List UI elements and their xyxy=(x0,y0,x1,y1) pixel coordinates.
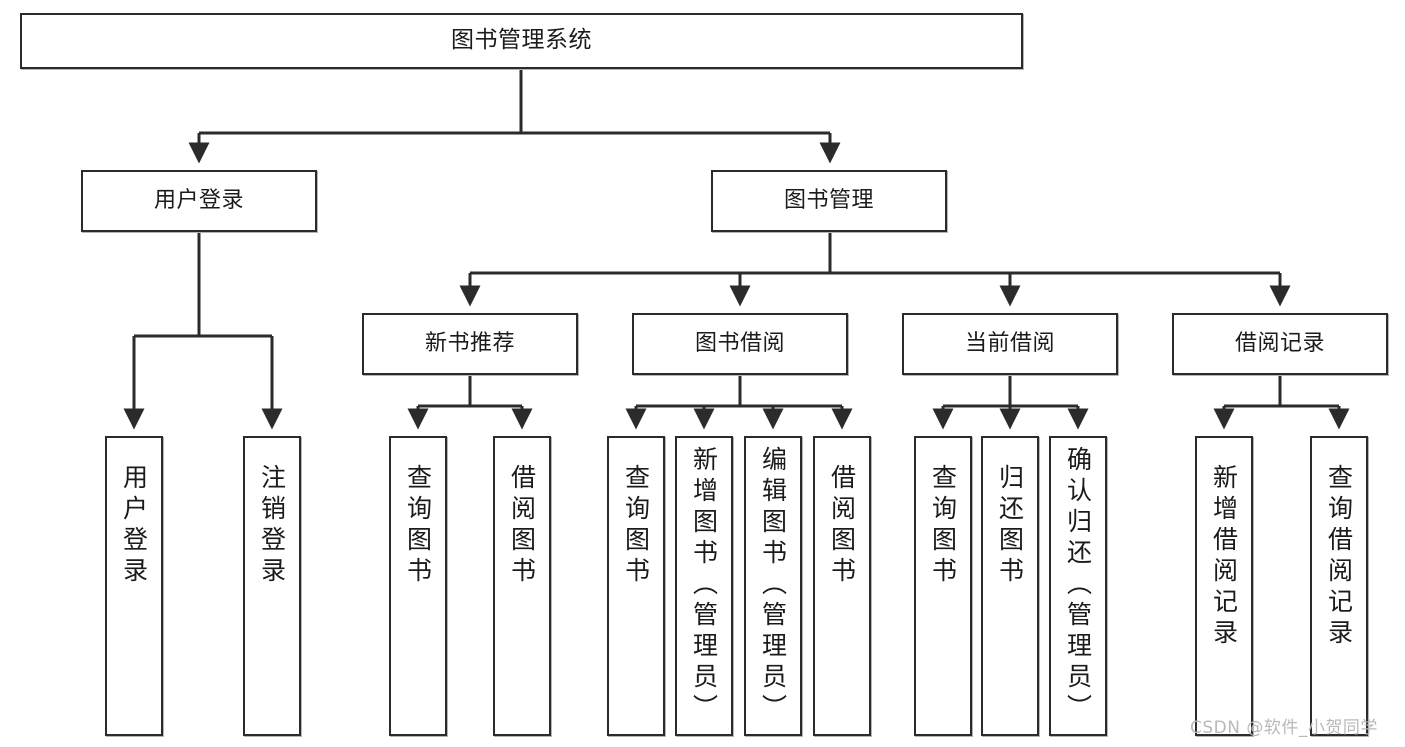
node-label: 借阅图书 xyxy=(827,464,857,588)
node-label: 注销登录 xyxy=(257,464,287,588)
node-label: 编辑图书（管理员） xyxy=(758,446,788,725)
node-label: 查询借阅记录 xyxy=(1324,464,1354,650)
node-borrow-record[interactable]: 借阅记录 xyxy=(1172,313,1388,375)
csdn-watermark: CSDN @软件_小贺同学 xyxy=(1190,718,1378,738)
node-label: 借阅记录 xyxy=(1234,331,1325,357)
node-label: 借阅图书 xyxy=(507,464,537,588)
leaf-new-book-borrow-book[interactable]: 借阅图书 xyxy=(493,436,551,736)
node-book-borrow[interactable]: 图书借阅 xyxy=(632,313,848,375)
node-label: 用户登录 xyxy=(153,188,244,214)
leaf-new-book-query-book[interactable]: 查询图书 xyxy=(389,436,447,736)
node-label: 图书管理 xyxy=(783,188,874,214)
node-label: 查询图书 xyxy=(403,464,433,588)
node-label: 新增借阅记录 xyxy=(1209,464,1239,650)
node-user-login[interactable]: 用户登录 xyxy=(81,170,317,232)
node-label: 新书推荐 xyxy=(424,331,515,357)
leaf-book-borrow-add-book-admin[interactable]: 新增图书（管理员） xyxy=(675,436,733,736)
node-label: 当前借阅 xyxy=(964,331,1055,357)
leaf-borrow-record-add-record[interactable]: 新增借阅记录 xyxy=(1195,436,1253,736)
leaf-current-borrow-query-book[interactable]: 查询图书 xyxy=(914,436,972,736)
node-label: 确认归还（管理员） xyxy=(1063,446,1093,725)
node-label: 归还图书 xyxy=(995,464,1025,588)
node-book-management[interactable]: 图书管理 xyxy=(711,170,947,232)
leaf-book-borrow-borrow-book[interactable]: 借阅图书 xyxy=(813,436,871,736)
leaf-user-login-do-login[interactable]: 用户登录 xyxy=(105,436,163,736)
leaf-current-borrow-confirm-return-admin[interactable]: 确认归还（管理员） xyxy=(1049,436,1107,736)
node-root-system[interactable]: 图书管理系统 xyxy=(20,13,1023,69)
node-new-book-recommend[interactable]: 新书推荐 xyxy=(362,313,578,375)
leaf-book-borrow-edit-book-admin[interactable]: 编辑图书（管理员） xyxy=(744,436,802,736)
node-current-borrow[interactable]: 当前借阅 xyxy=(902,313,1118,375)
node-label: 查询图书 xyxy=(928,464,958,588)
node-label: 图书管理系统 xyxy=(451,27,592,54)
node-label: 新增图书（管理员） xyxy=(689,446,719,725)
node-label: 用户登录 xyxy=(119,464,149,588)
leaf-book-borrow-query-book[interactable]: 查询图书 xyxy=(607,436,665,736)
node-label: 图书借阅 xyxy=(694,331,785,357)
leaf-current-borrow-return-book[interactable]: 归还图书 xyxy=(981,436,1039,736)
node-label: 查询图书 xyxy=(621,464,651,588)
leaf-borrow-record-query-record[interactable]: 查询借阅记录 xyxy=(1310,436,1368,736)
leaf-user-login-logout[interactable]: 注销登录 xyxy=(243,436,301,736)
